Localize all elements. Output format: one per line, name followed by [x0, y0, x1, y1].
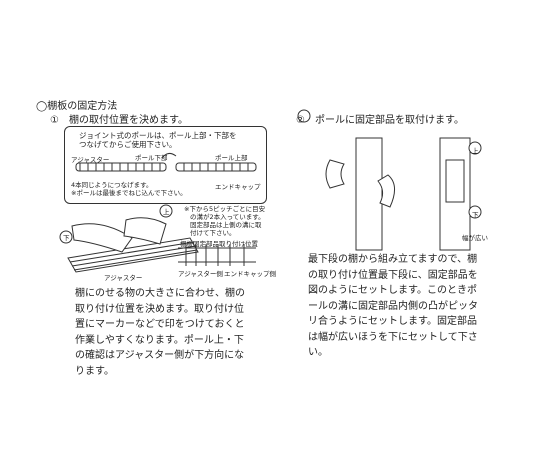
- fixture-left: [325, 159, 345, 189]
- para2-line: 図のようにセットします。このときポ: [308, 285, 477, 296]
- right-note-line4: 付けて下さい。: [190, 229, 236, 237]
- mark-lower-right: 下: [472, 211, 479, 219]
- box-connect-note: 4本同じようにつなげます。: [71, 181, 153, 189]
- joint-pole-note-box: ジョイント式のポールは、ポール上部・下部を つなげてからご使用下さい。 アジャス…: [64, 126, 267, 204]
- box-adjuster-label: アジャスター: [71, 156, 110, 164]
- mark-lower: 下: [63, 234, 70, 242]
- mark-upper: 上: [163, 208, 170, 216]
- poles-bundle: [67, 237, 199, 273]
- shelf-position-label: 棚板固定部品取り付け位置: [180, 240, 258, 248]
- para1-line: 棚にのせる物の大きさに合わせ、棚の: [75, 288, 245, 299]
- pole-illustration: [355, 137, 383, 251]
- para2-line: の取り付け位置最下段に、固定部品を: [308, 269, 478, 281]
- wide-side-label: 幅が広い: [462, 234, 488, 242]
- paragraph-step2: 最下段の棚から組み立てますので、棚 の取り付け位置最下段に、固定部品を 図のよう…: [308, 252, 478, 361]
- para2-line: い。: [308, 347, 328, 358]
- para1-line: の確認はアジャスター側が下方向にな: [75, 350, 245, 361]
- box-pole-lower-label: ポール下部: [135, 154, 168, 162]
- box-line1: ジョイント式のポールは、ポール上部・下部を: [79, 131, 237, 140]
- adjuster-side-label: アジャスター側: [178, 270, 223, 278]
- para2-line: 最下段の棚から組み立てますので、棚: [308, 254, 478, 265]
- upper-mark-right: [468, 141, 482, 155]
- box-pole-upper-label: ポール上部: [215, 154, 248, 162]
- step2-circle: [297, 109, 311, 123]
- para2-line: は幅が広いほうを下にセットして下さ: [308, 331, 478, 343]
- para1-line: ります。: [75, 365, 114, 377]
- adjuster-label: アジャスター: [104, 274, 143, 282]
- lower-mark: [59, 230, 73, 244]
- upper-mark: [159, 204, 173, 218]
- section-heading: ◯棚板の固定方法: [36, 101, 118, 112]
- mark-upper-right: 上: [472, 147, 479, 155]
- left-hand: [71, 223, 133, 253]
- para1-line: 取り付け位置を決めます。取り付け位: [75, 303, 244, 315]
- para2-line: リ合うようにセットします。固定部品: [308, 316, 477, 327]
- para1-line: 置にマーカーなどで印をつけておくと: [75, 319, 245, 330]
- right-hand: [123, 217, 167, 245]
- box-pole-note: ※ポールは最後までねじ込んで下さい。: [71, 189, 187, 197]
- step2-label: ② ポールに固定部品を取付けます。: [296, 115, 464, 126]
- right-note-line1: ※下から5ピッチごとに目安: [184, 205, 266, 213]
- fixture-right: [377, 174, 395, 208]
- right-note-line2: の溝が2本入っています。: [190, 213, 265, 221]
- box-line2: つなげてからご使用下さい。: [79, 140, 177, 149]
- para1-line: 作業しやすくなります。ポール上・下: [75, 334, 244, 346]
- paragraph-step1: 棚にのせる物の大きさに合わせ、棚の 取り付け位置を決めます。取り付け位 置にマー…: [75, 286, 245, 379]
- pole-lower-illustration: [75, 162, 167, 172]
- para2-line: ールの溝に固定部品内側の凸がピッタ: [308, 300, 478, 312]
- lower-mark-right: [468, 205, 482, 219]
- step1-label: ① 棚の取付位置を決めます。: [50, 115, 188, 126]
- box-endcap-label: エンドキャップ: [215, 183, 261, 191]
- endcap-side-label: エンドキャップ側: [224, 270, 276, 278]
- right-note-line3: 固定部品は上側の溝に取: [190, 221, 262, 229]
